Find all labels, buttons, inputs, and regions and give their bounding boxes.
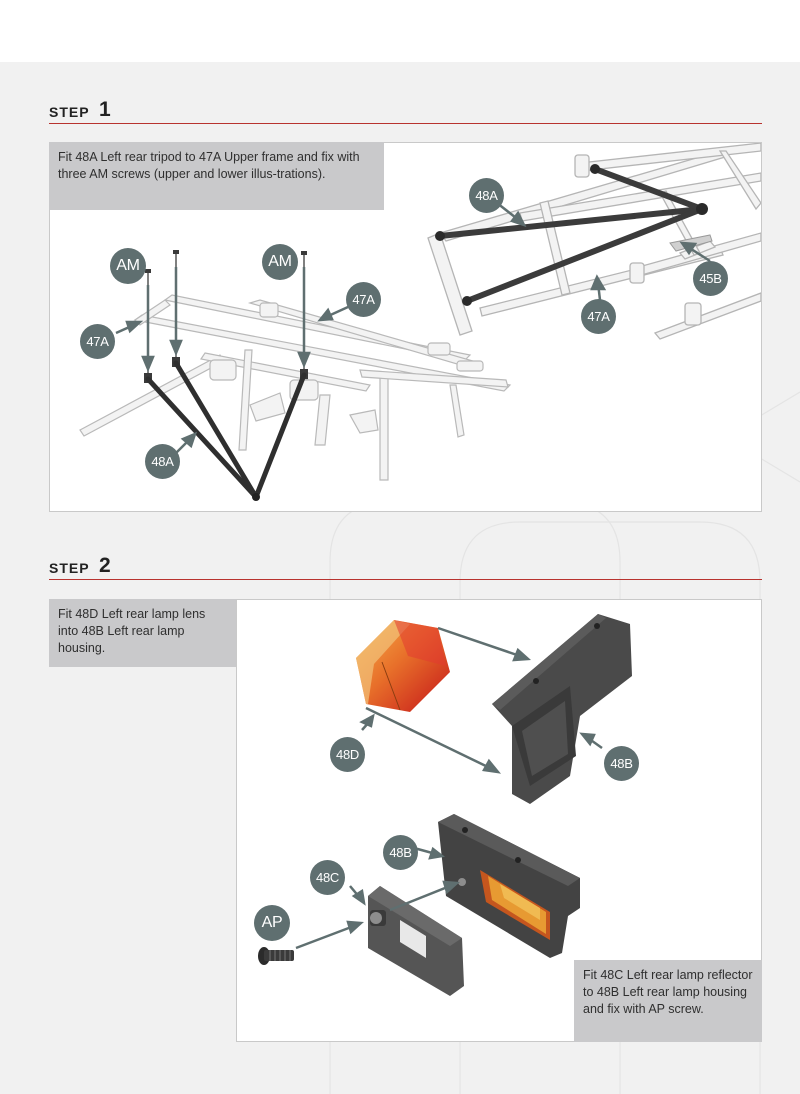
label-ap: AP [254,905,290,941]
step-number: 1 [99,98,111,121]
step-word: STEP [49,560,90,576]
step-1-heading: STEP 1 [49,97,762,124]
label-47a-left: 47A [80,324,115,359]
step-2-heading: STEP 2 [49,553,762,580]
label-am-right: AM [262,244,298,280]
step-2-top-illustration [356,614,632,804]
page-header-band [0,0,800,62]
step-2-bottom-illustration [258,814,580,996]
label-48c: 48C [310,860,345,895]
step-2-instruction-bottom-text: Fit 48C Left rear lamp reflector to 48B … [583,968,753,1016]
step-word: STEP [49,104,90,120]
label-45b: 45B [693,261,728,296]
label-47a-upper: 47A [581,299,616,334]
step-1-instruction-text: Fit 48A Left rear tripod to 47A Upper fr… [58,150,360,181]
step-1-upper-illustration [427,143,761,340]
step-1-lower-illustration [79,250,512,501]
step-2-instruction-top-text: Fit 48D Left rear lamp lens into 48B Lef… [58,607,206,655]
label-47a-right: 47A [346,282,381,317]
label-48a-lower: 48A [145,444,180,479]
label-am-left: AM [110,248,146,284]
step-1-instruction: Fit 48A Left rear tripod to 47A Upper fr… [49,142,384,210]
label-48d: 48D [330,737,365,772]
step-2-instruction-top: Fit 48D Left rear lamp lens into 48B Lef… [49,599,236,667]
step-number: 2 [99,554,111,577]
step-2-instruction-bottom: Fit 48C Left rear lamp reflector to 48B … [574,960,762,1042]
label-48b-top: 48B [604,746,639,781]
label-48b-bottom: 48B [383,835,418,870]
label-48a-upper: 48A [469,178,504,213]
